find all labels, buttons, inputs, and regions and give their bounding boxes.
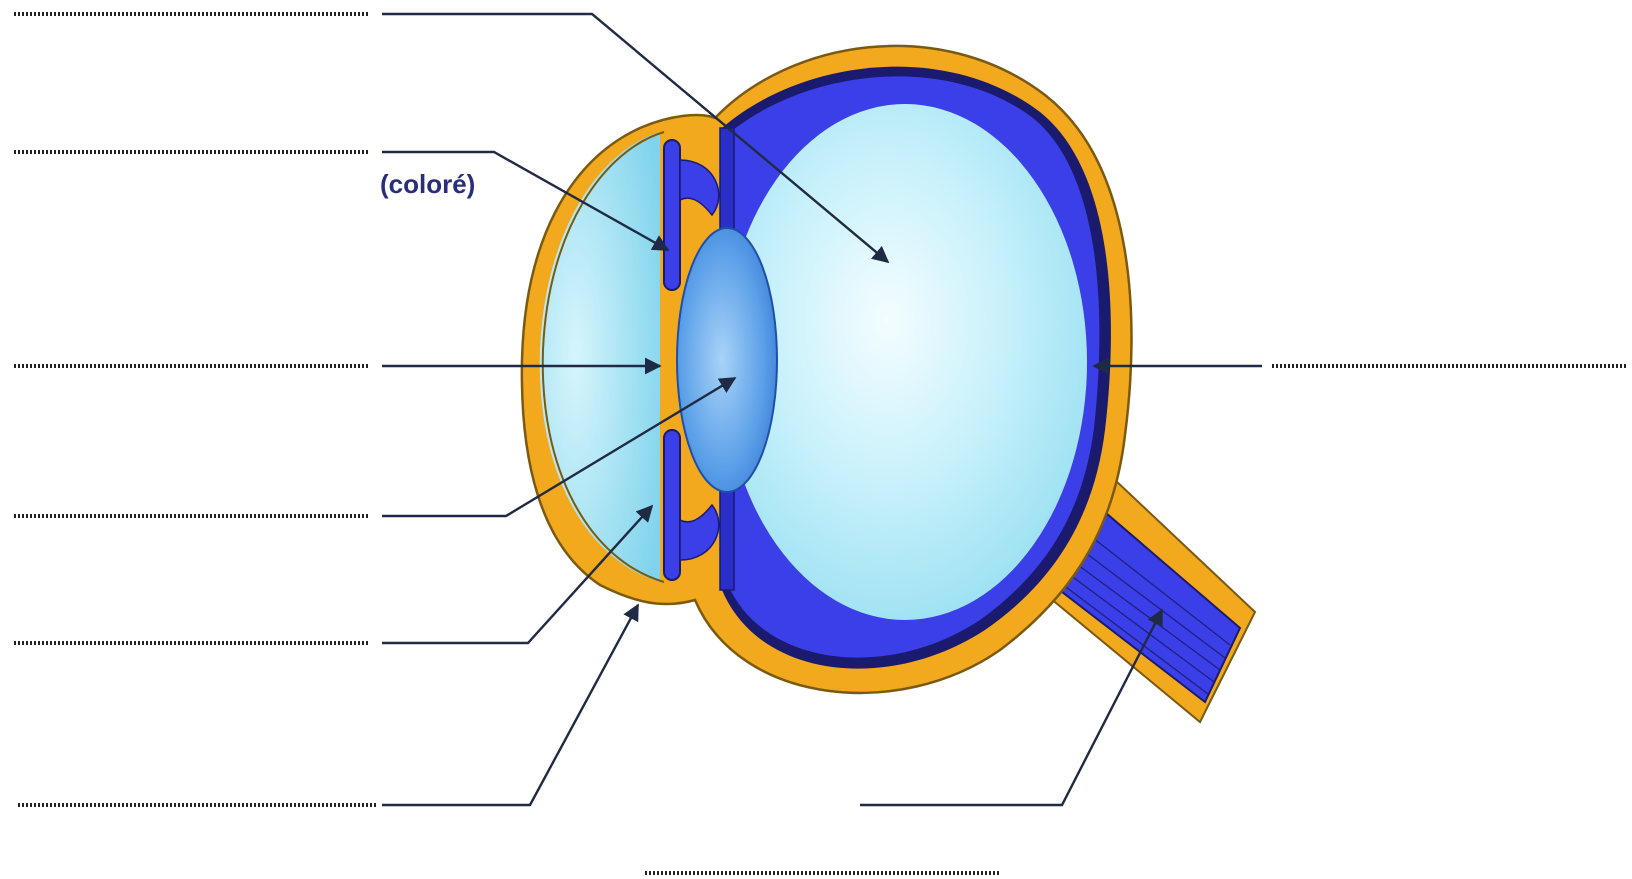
iris-annotation: (coloré) <box>380 169 475 199</box>
leader-line-cornea <box>382 605 638 805</box>
lens <box>677 228 777 492</box>
